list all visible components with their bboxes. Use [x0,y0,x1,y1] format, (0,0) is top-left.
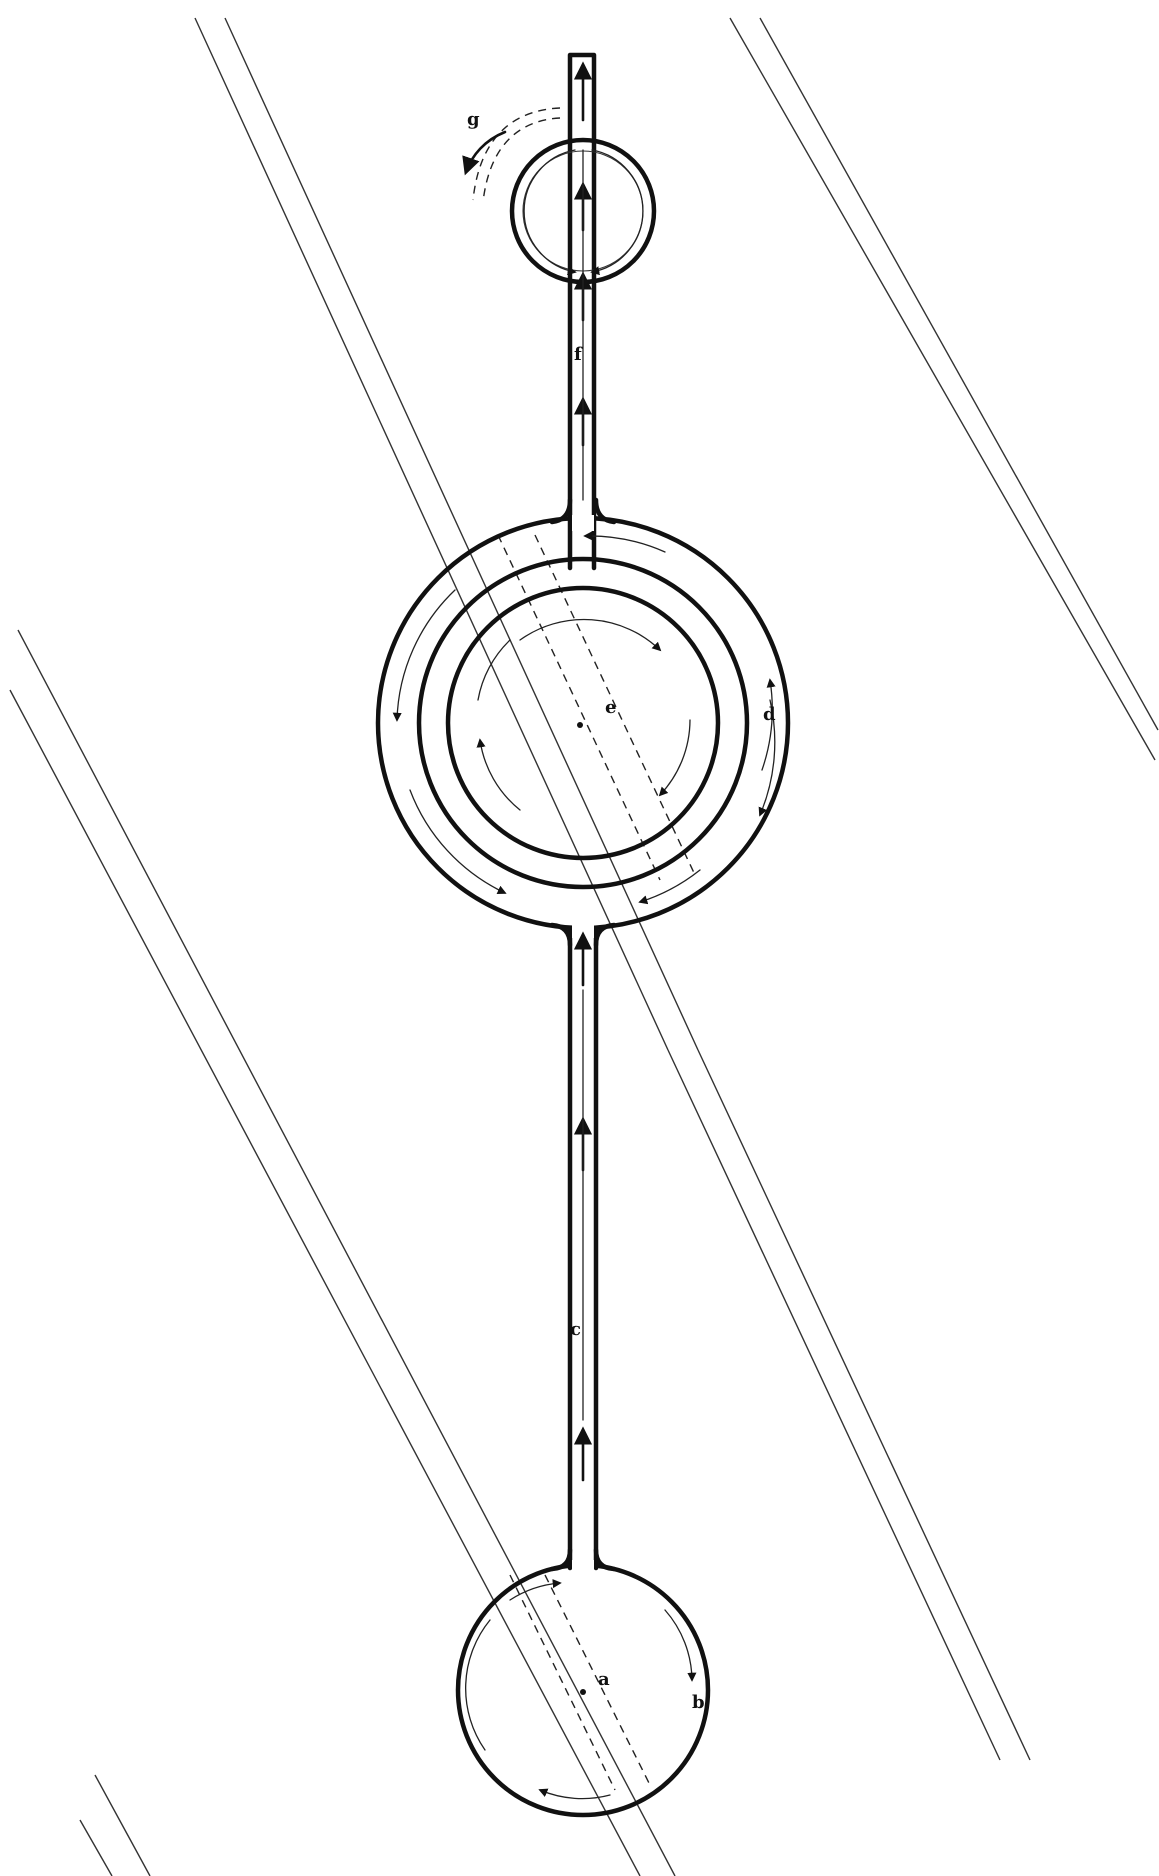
circle-a-flow-bottom [538,1788,611,1800]
joint-top [572,515,594,531]
circle-a-flow-right [664,1609,697,1682]
duct-g-dash-2 [482,117,561,203]
small-ring-flow-left [523,149,577,276]
bg-line-bottom-2 [79,1819,113,1876]
dash-bottom-2 [544,1574,651,1786]
bg-line-mid-2 [697,1049,1031,1761]
duct-g [462,107,561,203]
circulation-arrows [392,149,776,1800]
tube-c-outline [567,925,599,1571]
circle-a-flow-left [465,1619,491,1751]
label-d: d [763,704,776,725]
label-c: c [570,1319,581,1340]
ring-e-flow-right [658,719,691,797]
ring-e-flow-left-top [477,639,511,701]
bg-line-right-1 [729,17,1156,761]
bg-line-upper-left-2 [224,17,699,1051]
joint-top-flare [549,497,617,525]
labels: g f e d c a b [467,109,776,1713]
bg-line-mid-1 [667,1049,1001,1761]
dash-mid-1 [497,534,661,881]
duct-g-arrow [462,130,507,176]
joint-middle-flare [549,922,617,948]
large-ring-middle [416,556,750,890]
center-dot-e [577,722,583,728]
joint-bottom [572,1560,594,1572]
center-dot-a [580,1689,586,1695]
background-lines [9,17,1159,1876]
label-g: g [467,109,480,130]
dash-bottom-1 [509,1574,616,1791]
small-ring-flow-right [590,149,644,276]
ring-d-flow-right-up [761,678,776,771]
large-ring-outer [375,515,791,931]
ring-d-flow-bottom-right [638,869,701,905]
bg-line-right-2 [759,17,1159,731]
bg-line-left-1 [17,629,676,1876]
bg-line-upper-left-1 [194,17,669,1051]
vessel-structure [375,52,791,1818]
label-a: a [598,1669,610,1690]
joint-bottom-flare [549,1547,617,1572]
tube-f-outline [567,52,597,571]
label-f: f [574,344,583,365]
ring-d-flow-left [392,589,456,722]
bg-line-left-2 [9,689,641,1876]
label-e: e [605,697,616,718]
ring-d-flow-top [583,531,666,553]
circle-a-flow-top [509,1579,562,1601]
large-ring-inner [445,585,721,861]
ring-d-flow-bottom-left [409,789,507,894]
duct-g-dash-1 [472,107,561,201]
ring-e-flow-left [476,738,521,811]
bg-line-bottom-1 [94,1774,151,1876]
label-b: b [692,1692,705,1713]
ring-e-flow-top [519,618,662,652]
